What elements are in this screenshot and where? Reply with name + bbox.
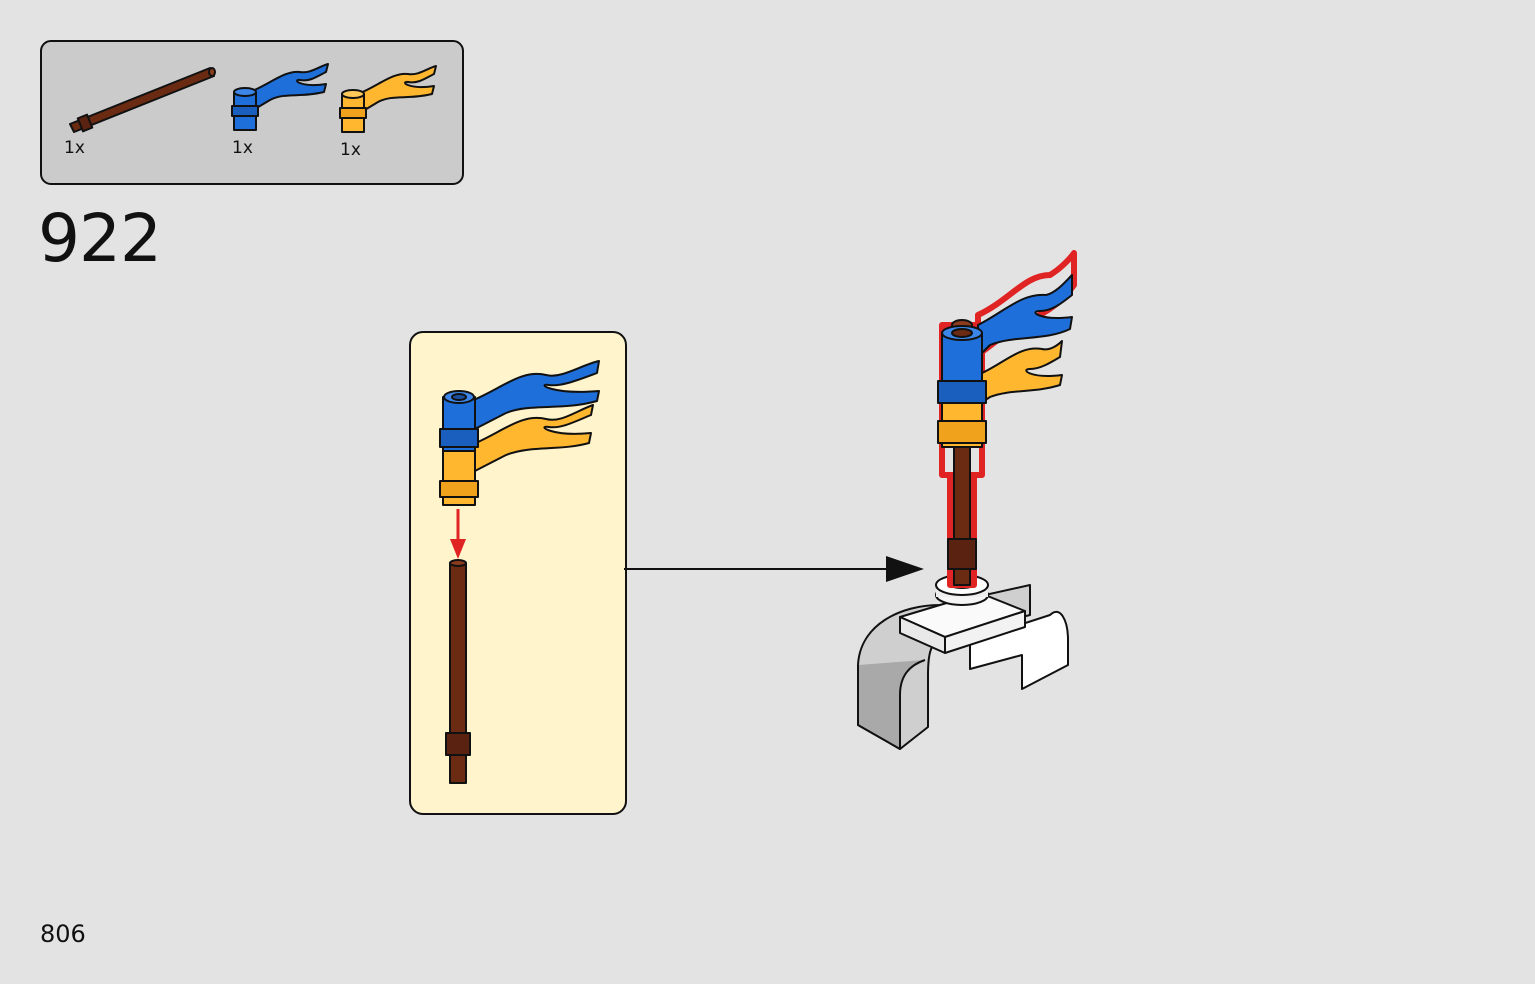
blue-flag-part-icon [231, 63, 329, 131]
brown-bar-quantity: 1x [64, 138, 85, 158]
brown-bar-part-icon [69, 67, 216, 133]
step-number: 922 [38, 200, 162, 277]
parts-list-box: 1x 1x 1x [40, 40, 464, 185]
callout-pointer-arrow [624, 556, 924, 582]
yellow-flag-quantity: 1x [340, 140, 361, 160]
main-assembly-illustration [857, 250, 1077, 750]
flags-on-pole-illustration [439, 360, 600, 784]
blue-flag-quantity: 1x [232, 138, 253, 158]
yellow-flag-part-icon [339, 65, 437, 133]
page-number: 806 [40, 920, 86, 948]
sub-assembly-callout [409, 331, 627, 815]
